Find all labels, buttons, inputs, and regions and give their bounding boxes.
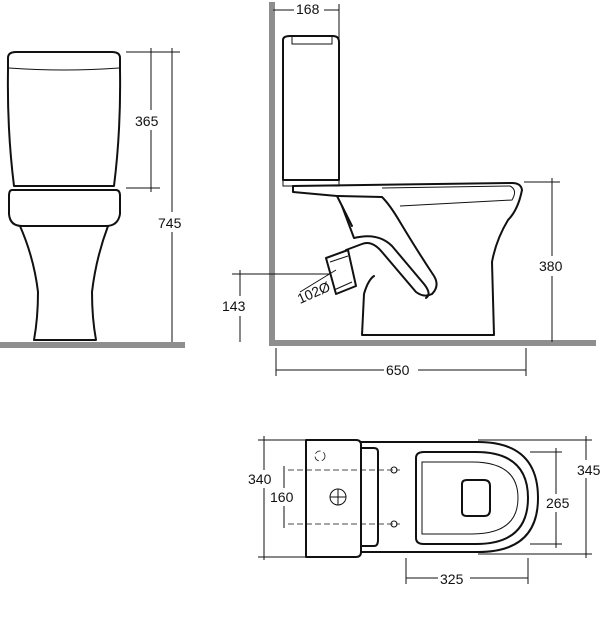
dim-hole-to-front: 325 — [440, 571, 464, 587]
side-tank-cap — [291, 36, 333, 45]
top-bowl — [360, 441, 539, 553]
dim-outlet-height: 143 — [222, 298, 246, 314]
dim-outlet-diameter: 102Ø — [295, 278, 333, 307]
dim-bowl-height: 380 — [539, 258, 563, 274]
side-bowl — [292, 182, 523, 336]
top-tank — [305, 439, 362, 558]
dim-bowl-width: 345 — [577, 462, 601, 478]
dim-total-height: 745 — [158, 215, 182, 231]
side-view: 168 380 143 102Ø 650 — [222, 0, 596, 379]
top-drain — [461, 479, 491, 517]
front-tank-lid-line — [8, 67, 120, 71]
dim-tank-depth: 168 — [296, 1, 320, 17]
front-view: 365 745 — [0, 48, 186, 348]
side-trapway — [337, 195, 438, 297]
side-tank — [282, 35, 340, 181]
side-outlet — [325, 249, 357, 295]
front-tank — [6, 51, 122, 187]
front-floor — [0, 342, 185, 348]
top-view: 340 160 265 345 325 — [246, 436, 605, 588]
dim-seat-width: 265 — [546, 495, 570, 511]
front-pedestal — [19, 225, 109, 341]
side-floor — [269, 340, 596, 346]
dim-tank-width: 340 — [248, 471, 272, 487]
dim-hole-spacing: 160 — [270, 489, 294, 505]
dim-tank-height: 365 — [135, 113, 159, 129]
side-wall — [269, 2, 275, 346]
fill-valve-hole — [314, 450, 326, 462]
front-seat — [8, 189, 121, 227]
top-seat — [415, 451, 529, 545]
dim-total-length: 650 — [386, 362, 410, 378]
